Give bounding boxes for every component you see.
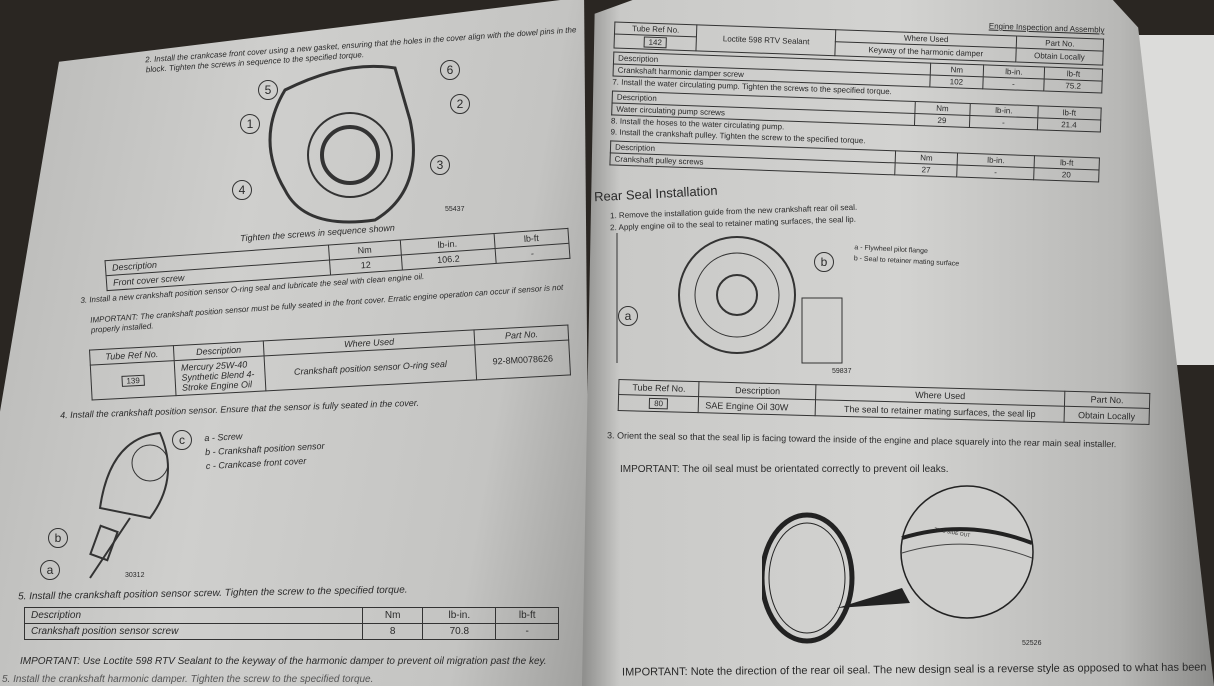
step-4: 4. Install the crankshaft position senso…	[59, 397, 420, 421]
oil-seal-diagram	[762, 485, 1034, 644]
important-note: IMPORTANT: Note the direction of the rea…	[621, 661, 1207, 679]
rear-seal-step-3: 3. Orient the seal so that the seal lip …	[606, 430, 1117, 450]
step-6: 5. Install the crankshaft harmonic dampe…	[2, 674, 374, 685]
right-page-top-section: Engine Inspection and Assembly Tube Ref …	[609, 7, 1105, 182]
right-page: Engine Inspection and Assembly Tube Ref …	[582, 0, 1214, 686]
important-note: IMPORTANT: The oil seal must be orientat…	[620, 464, 949, 475]
section-title: Rear Seal Installation	[593, 182, 718, 205]
figure-number: 30312	[125, 572, 145, 579]
important-note: IMPORTANT: Use Loctite 598 RTV Sealant t…	[20, 656, 547, 667]
figure-number: 55437	[445, 206, 465, 213]
sensor-diagram	[89, 431, 169, 579]
tube-icon: 139	[121, 374, 146, 387]
left-page: Engine Inspection and Assembly 2. Instal…	[0, 0, 590, 686]
front-cover-diagram	[268, 64, 415, 224]
callout-2: 2	[450, 94, 470, 114]
callout-b: b	[48, 528, 68, 548]
callout-5: 5	[258, 80, 278, 100]
figure-number: 59837	[832, 368, 852, 375]
callout-b: b	[814, 252, 834, 272]
tube-icon: 142	[643, 36, 668, 49]
rear-seal-diagram	[616, 233, 843, 364]
figure-number: 52526	[1022, 640, 1042, 647]
callout-3: 3	[430, 155, 450, 175]
callout-a: a	[40, 560, 60, 580]
callout-a: a	[618, 306, 638, 326]
callout-1: 1	[240, 114, 260, 134]
callout-4: 4	[232, 180, 252, 200]
step-5: 5. Install the crankshaft position senso…	[17, 584, 408, 603]
callout-6: 6	[440, 60, 460, 80]
tube-icon: 80	[649, 397, 669, 410]
callout-c: c	[172, 430, 192, 450]
